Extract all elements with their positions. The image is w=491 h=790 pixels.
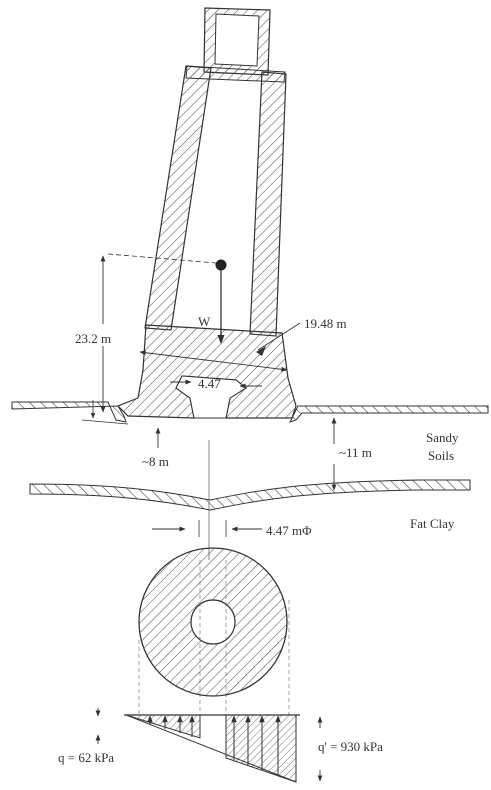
height-dimension: 23.2 m — [75, 253, 217, 413]
sandy-soils-label-line2: Soils — [428, 448, 454, 463]
tilt-width-label: 19.48 m — [304, 316, 347, 331]
q-right-label: q' = 930 kPa — [318, 739, 383, 754]
diameter-dimension: 4.47 mΦ — [152, 520, 312, 538]
sandy-soils-label-line1: Sandy — [426, 430, 459, 445]
diameter-label: 4.47 mΦ — [266, 523, 312, 538]
center-of-gravity — [215, 259, 227, 271]
right-depth-label: ~11 m — [339, 445, 372, 460]
foundation-core — [190, 599, 236, 645]
ground-left — [11, 401, 127, 423]
tower-shaft — [116, 7, 297, 419]
clay-layer — [29, 479, 471, 511]
pressure-arrows — [147, 715, 281, 776]
pressure-triangle-left — [125, 714, 201, 739]
foundation-plan-view — [138, 547, 288, 697]
height-label: 23.2 m — [75, 331, 111, 346]
weight-label: W — [198, 314, 211, 329]
tower-base-opening — [175, 375, 247, 419]
q-left-label: q = 62 kPa — [58, 750, 114, 765]
ground-right — [289, 405, 489, 423]
tower-right-wall — [249, 71, 287, 337]
tower-top-cap-inner — [214, 13, 260, 67]
projection-lines — [138, 560, 290, 715]
tower-left-wall — [144, 65, 212, 331]
fat-clay-label: Fat Clay — [410, 516, 455, 531]
weight-marker: W — [198, 259, 227, 344]
left-depth-label: ~8 m — [142, 454, 169, 469]
tilt-width-dimension: 19.48 m — [139, 316, 347, 372]
pressure-diagram: q = 62 kPa q' = 930 kPa — [58, 708, 383, 783]
right-depth-dimension: ~11 m — [331, 417, 372, 491]
base-width-label: 4.47 — [198, 376, 221, 391]
pressure-triangle-right — [225, 714, 297, 783]
ground-surface — [11, 400, 489, 425]
left-depth-dimension: ~8 m — [142, 427, 169, 469]
base-width-dimension: 4.47 — [170, 376, 262, 391]
clay-layer-band — [29, 479, 471, 511]
